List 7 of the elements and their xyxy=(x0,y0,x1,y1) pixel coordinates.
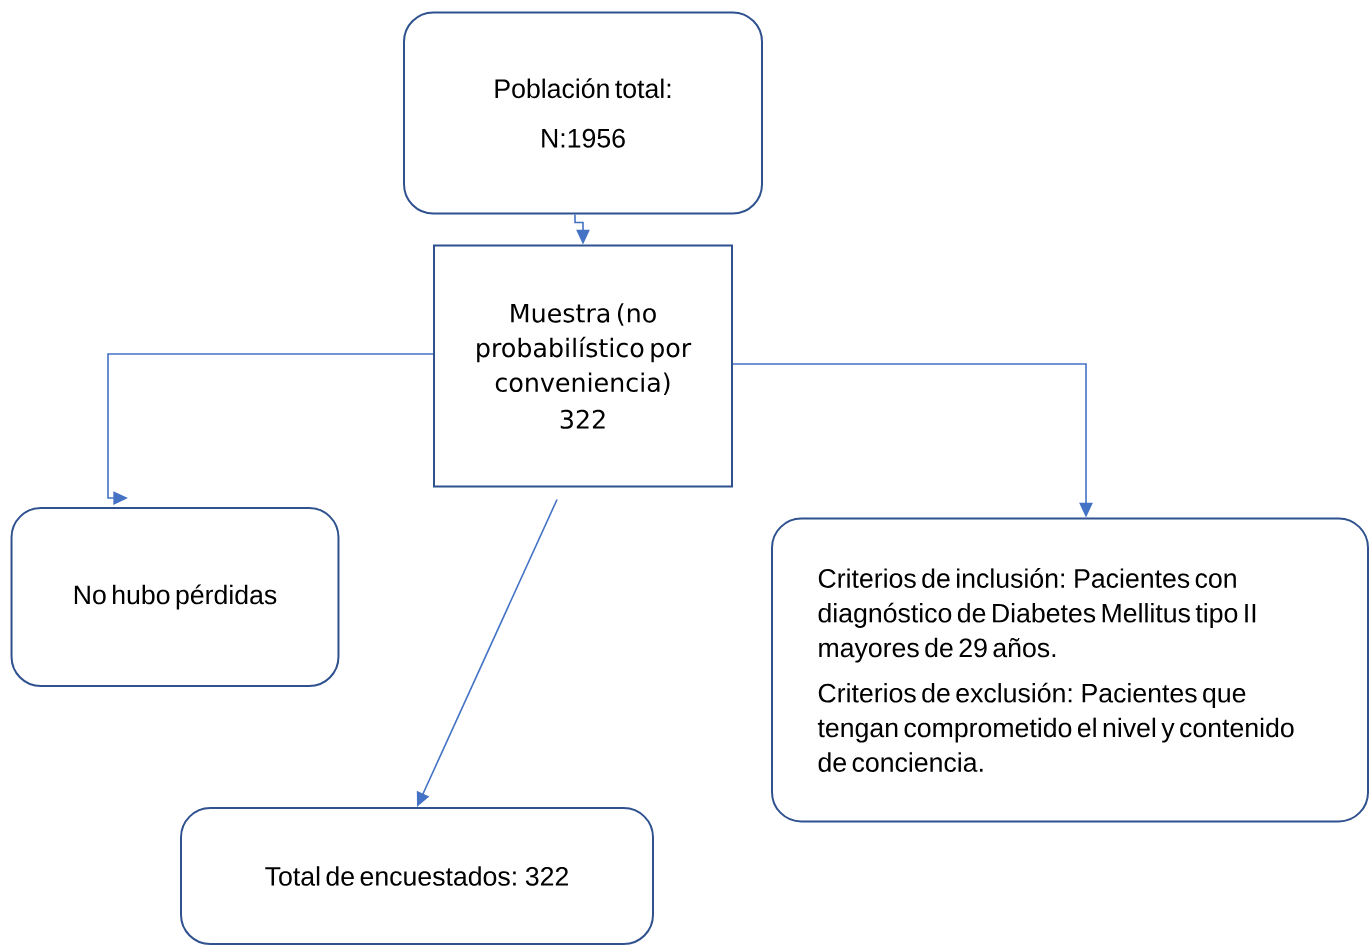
rounded-box: No hubo pérdidas xyxy=(10,507,340,687)
rounded-box: Criterios de inclusión: Pacientes con diagnóstico de Diabetes Mellitus tipo II mayores de 29 años. Criterios de exclusión: Pacientes que tengan comprometido el nivel y contenido de conciencia. xyxy=(771,517,1369,823)
process-box: Muestra (no probabilístico por conveniencia) 322 xyxy=(433,244,733,488)
arrow xyxy=(416,498,558,807)
rounded-box: Total de encuestados: 322 xyxy=(180,807,654,945)
arrow xyxy=(107,353,434,505)
rounded-box: Población total: N:1956 xyxy=(403,11,763,215)
